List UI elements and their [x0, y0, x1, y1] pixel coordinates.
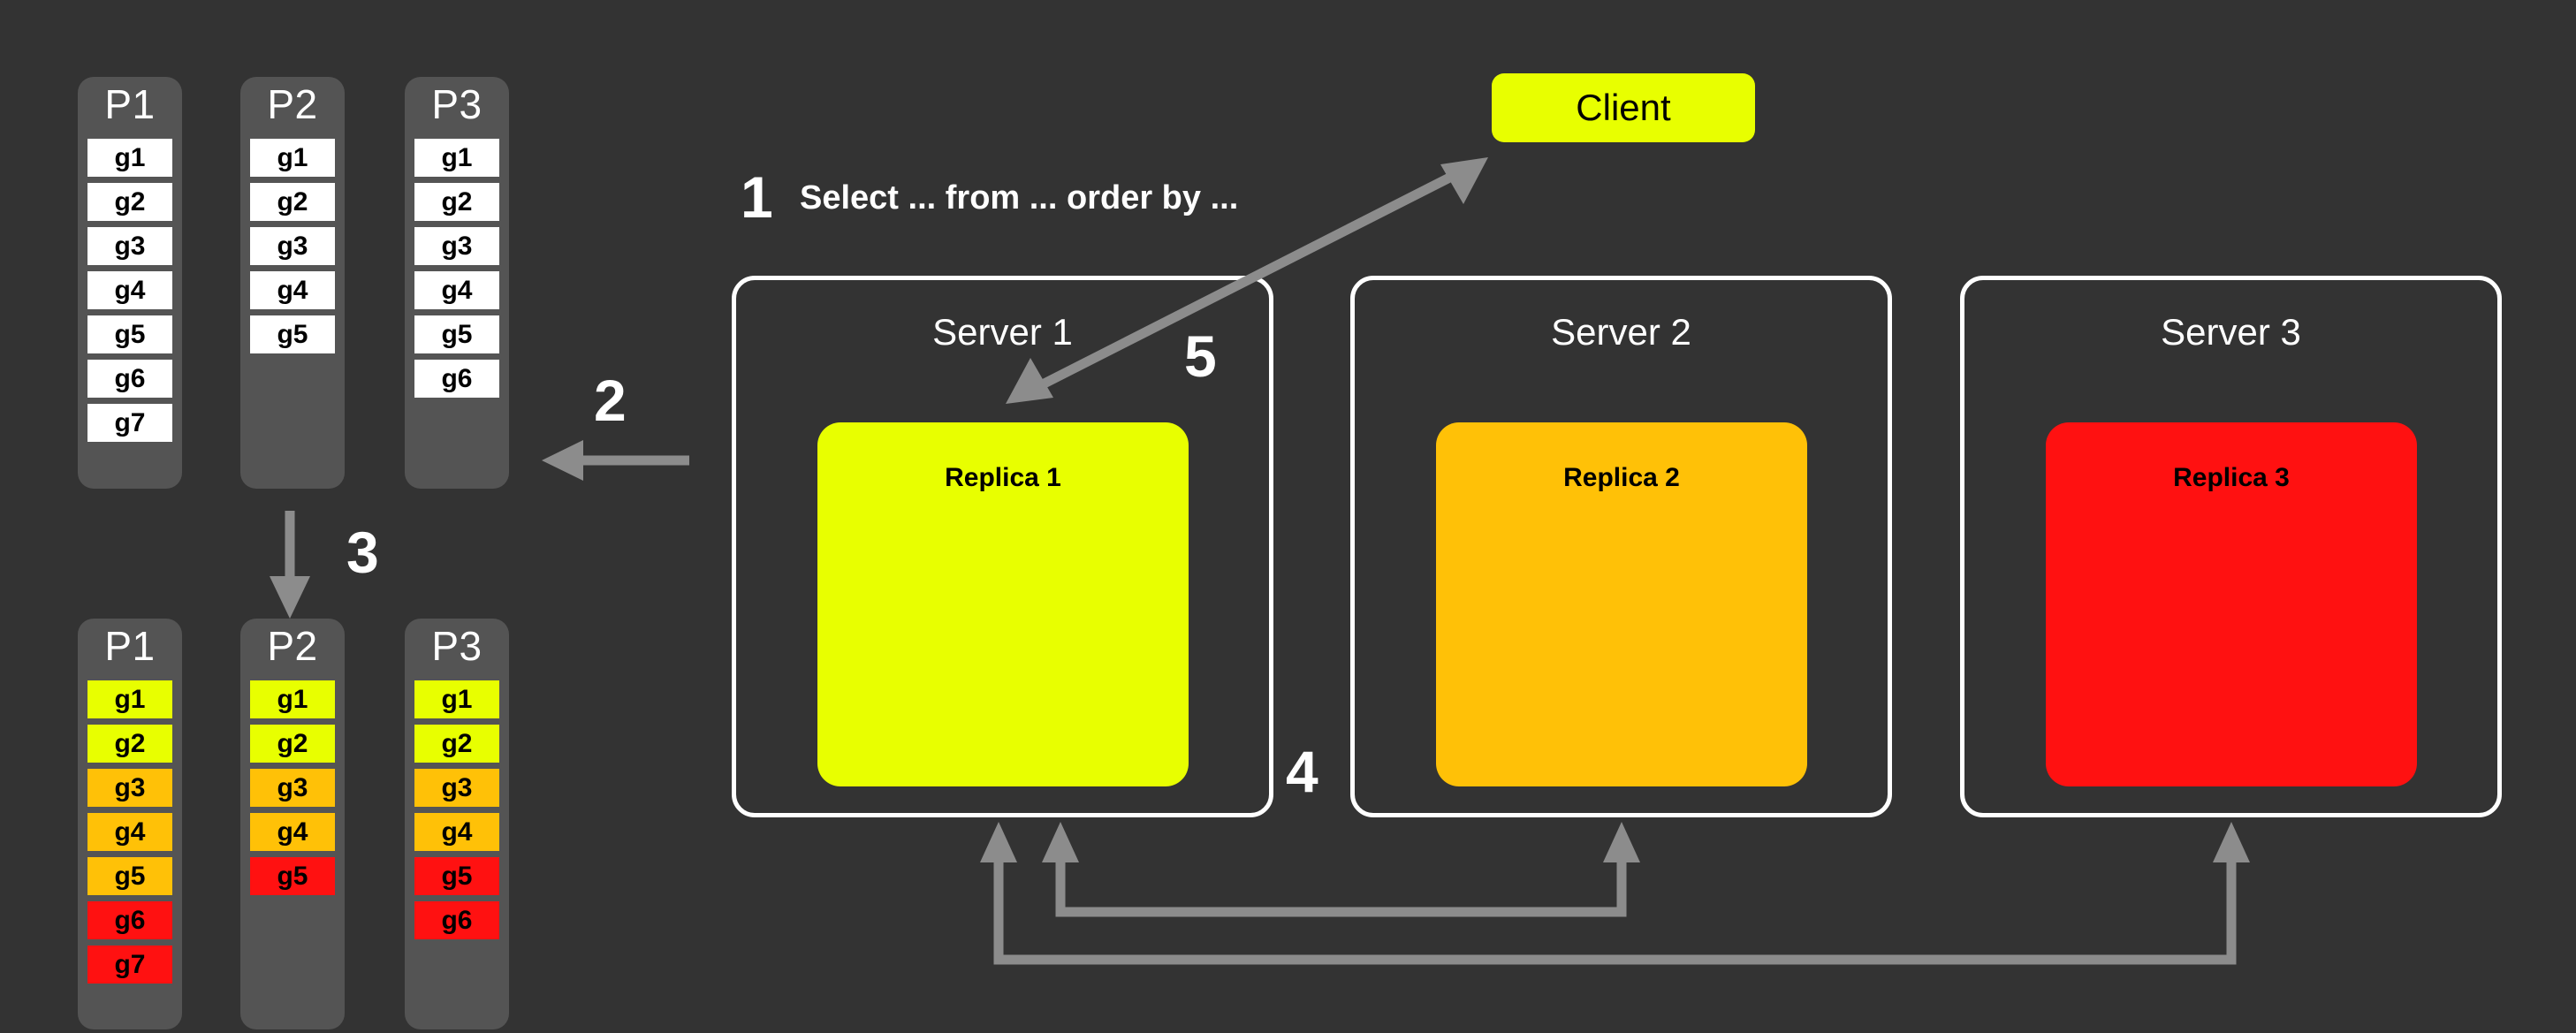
grain-cell: g3	[250, 769, 335, 807]
partition-cells: g1 g2 g3 g4 g5	[250, 680, 335, 901]
partition-label: P2	[267, 81, 318, 127]
grain-cell: g6	[87, 901, 172, 939]
step-number-2: 2	[594, 368, 627, 433]
arrow-step-4-server3	[980, 822, 2250, 965]
server-box-3: Server 3	[1960, 276, 2502, 817]
server-label: Server 3	[2161, 311, 2301, 353]
grain-cell: g4	[414, 271, 499, 309]
grain-cell: g3	[414, 769, 499, 807]
grain-cell: g6	[87, 360, 172, 398]
grain-cell: g5	[250, 315, 335, 353]
grain-cell: g1	[87, 680, 172, 718]
partition-cells: g1 g2 g3 g4 g5 g6	[414, 680, 499, 946]
partition-cells: g1 g2 g3 g4 g5	[250, 139, 335, 360]
partition-bottom-p3: P3 g1 g2 g3 g4 g5 g6	[405, 619, 509, 1029]
query-label: Select ... from ... order by ...	[800, 179, 1239, 216]
partition-label: P1	[104, 623, 156, 669]
replica-label: Replica 3	[2173, 463, 2290, 492]
partition-cells: g1 g2 g3 g4 g5 g6	[414, 139, 499, 404]
grain-cell: g2	[87, 183, 172, 221]
grain-cell: g3	[87, 227, 172, 265]
server-label: Server 2	[1551, 311, 1691, 353]
grain-cell: g4	[87, 813, 172, 851]
grain-cell: g3	[414, 227, 499, 265]
server-label: Server 1	[932, 311, 1073, 353]
step-number-3: 3	[346, 520, 379, 585]
replica-label: Replica 2	[1563, 463, 1680, 492]
server-box-2: Server 2	[1350, 276, 1892, 817]
partition-label: P1	[104, 81, 156, 127]
partition-label: P3	[431, 623, 483, 669]
partition-cells: g1 g2 g3 g4 g5 g6 g7	[87, 680, 172, 990]
step-number-4: 4	[1286, 739, 1318, 804]
partition-top-p2: P2 g1 g2 g3 g4 g5	[240, 77, 345, 489]
client-box[interactable]: Client	[1492, 73, 1755, 142]
partition-label: P2	[267, 623, 318, 669]
grain-cell: g4	[250, 271, 335, 309]
partition-label: P3	[431, 81, 483, 127]
replica-box-3[interactable]: Replica 3	[2046, 422, 2417, 786]
arrow-step-2	[542, 440, 689, 481]
partition-bottom-p1: P1 g1 g2 g3 g4 g5 g6 g7	[78, 619, 182, 1029]
grain-cell: g2	[414, 725, 499, 763]
grain-cell: g6	[414, 901, 499, 939]
arrow-step-4-server2	[1042, 822, 1640, 917]
grain-cell: g4	[250, 813, 335, 851]
client-label: Client	[1576, 87, 1671, 128]
grain-cell: g7	[87, 946, 172, 984]
partition-cells: g1 g2 g3 g4 g5 g6 g7	[87, 139, 172, 448]
step-number-1: 1	[741, 164, 773, 230]
arrow-step-3	[270, 511, 310, 619]
grain-cell: g5	[414, 857, 499, 895]
grain-cell: g3	[87, 769, 172, 807]
grain-cell: g2	[414, 183, 499, 221]
partition-top-p3: P3 g1 g2 g3 g4 g5 g6	[405, 77, 509, 489]
grain-cell: g1	[414, 680, 499, 718]
replica-label: Replica 1	[945, 463, 1061, 492]
grain-cell: g6	[414, 360, 499, 398]
partition-bottom-p2: P2 g1 g2 g3 g4 g5	[240, 619, 345, 1029]
replica-box-1[interactable]: Replica 1	[817, 422, 1189, 786]
grain-cell: g2	[250, 725, 335, 763]
grain-cell: g1	[87, 139, 172, 177]
grain-cell: g1	[250, 139, 335, 177]
grain-cell: g1	[414, 139, 499, 177]
grain-cell: g4	[87, 271, 172, 309]
partition-top-p1: P1 g1 g2 g3 g4 g5 g6 g7	[78, 77, 182, 489]
grain-cell: g5	[87, 857, 172, 895]
grain-cell: g2	[87, 725, 172, 763]
grain-cell: g7	[87, 404, 172, 442]
grain-cell: g1	[250, 680, 335, 718]
grain-cell: g3	[250, 227, 335, 265]
grain-cell: g5	[250, 857, 335, 895]
grain-cell: g4	[414, 813, 499, 851]
grain-cell: g5	[87, 315, 172, 353]
grain-cell: g5	[414, 315, 499, 353]
grain-cell: g2	[250, 183, 335, 221]
replica-box-2[interactable]: Replica 2	[1436, 422, 1807, 786]
